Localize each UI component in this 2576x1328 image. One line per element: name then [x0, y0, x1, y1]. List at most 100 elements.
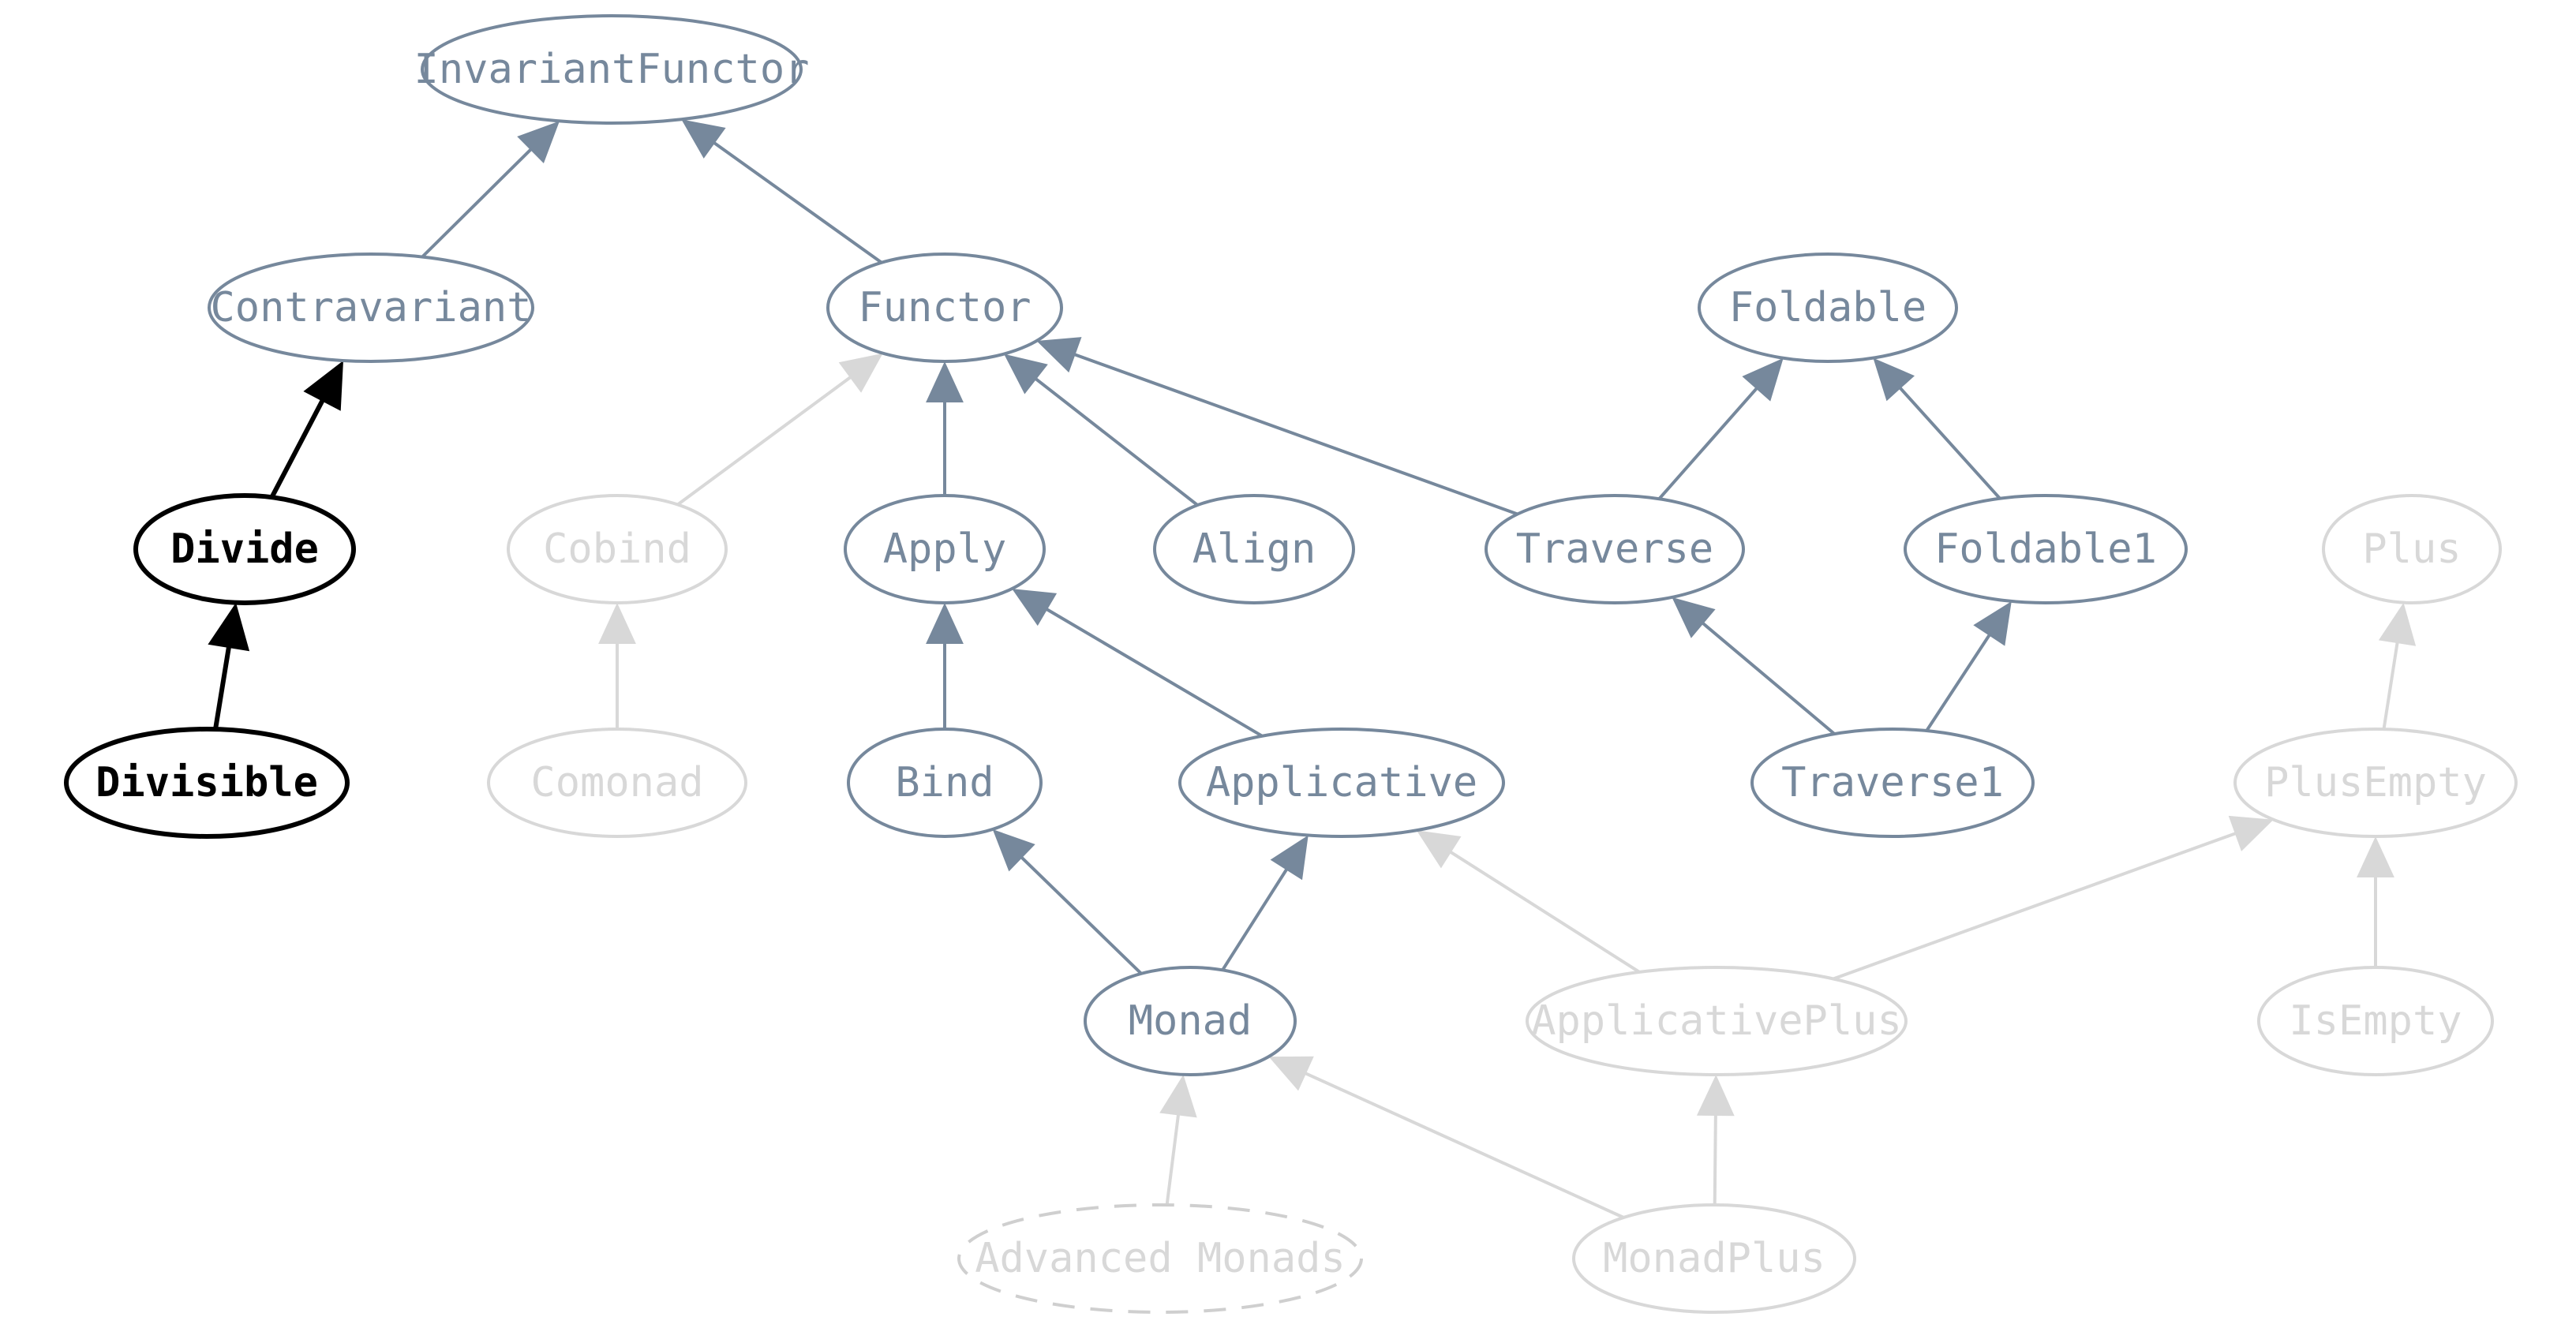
node-ellipse-shape[interactable]	[1750, 728, 2035, 838]
node-advancedmonads[interactable]: Advanced Monads	[957, 1203, 1363, 1314]
edge-monadplus-to-monad	[1268, 1056, 1625, 1219]
node-ellipse-shape[interactable]	[421, 14, 803, 125]
edge-traverse1-to-foldable1	[1925, 601, 2012, 732]
node-ellipse-shape[interactable]	[1084, 966, 1297, 1076]
node-label: Comonad	[530, 759, 703, 806]
edge-line	[1713, 1111, 1717, 1206]
edge-apply-to-functor	[926, 361, 964, 496]
node-ellipse-shape[interactable]	[847, 728, 1043, 838]
arrowhead-icon	[2228, 815, 2274, 851]
node-label: Divisible	[95, 759, 318, 806]
edge-applicativeplus-to-plusempty	[1833, 815, 2274, 981]
edge-line	[710, 139, 883, 264]
node-plusempty[interactable]: PlusEmpty	[2233, 728, 2518, 838]
edge-line	[1032, 375, 1199, 507]
node-ellipse-shape[interactable]	[2233, 728, 2518, 838]
arrowhead-icon	[926, 361, 964, 402]
arrowhead-icon	[992, 829, 1035, 872]
node-contravariant[interactable]: Contravariant	[208, 253, 534, 363]
node-foldable1[interactable]: Foldable1	[1904, 494, 2188, 604]
node-ellipse-shape[interactable]	[1526, 966, 1908, 1076]
arrowhead-icon	[208, 602, 250, 652]
edge-align-to-functor	[1004, 354, 1199, 507]
edge-line	[1301, 1070, 1625, 1219]
node-label: Apply	[883, 526, 1007, 573]
edge-monad-to-bind	[992, 829, 1143, 975]
arrowhead-icon	[1416, 830, 1462, 869]
edge-functor-to-invariantfunctor	[681, 119, 883, 264]
node-divisible[interactable]: Divisible	[64, 727, 350, 839]
node-comonad[interactable]: Comonad	[487, 728, 747, 838]
edge-line	[1221, 865, 1290, 971]
node-foldable[interactable]: Foldable	[1698, 253, 1958, 363]
node-ellipse-shape[interactable]	[957, 1203, 1363, 1314]
node-label: MonadPlus	[1603, 1235, 1825, 1282]
node-cobind[interactable]: Cobind	[507, 494, 728, 604]
node-ellipse-shape[interactable]	[1572, 1203, 1856, 1314]
node-label: Plus	[2362, 526, 2461, 573]
node-label: ApplicativePlus	[1531, 997, 1902, 1045]
node-label: Advanced Monads	[975, 1235, 1346, 1282]
arrowhead-icon	[926, 603, 964, 644]
node-label: PlusEmpty	[2264, 759, 2487, 806]
node-invariantfunctor[interactable]: InvariantFunctor	[414, 14, 810, 125]
node-ellipse-shape[interactable]	[1485, 494, 1745, 604]
node-monadplus[interactable]: MonadPlus	[1572, 1203, 1856, 1314]
arrowhead-icon	[303, 361, 343, 411]
arrowhead-icon	[1696, 1075, 1735, 1117]
node-ellipse-shape[interactable]	[826, 253, 1063, 363]
edge-line	[2382, 638, 2400, 730]
node-isempty[interactable]: IsEmpty	[2257, 966, 2494, 1076]
edge-traverse-to-foldable	[1657, 357, 1784, 500]
node-ellipse-shape[interactable]	[133, 493, 356, 605]
node-ellipse-shape[interactable]	[844, 494, 1046, 604]
node-ellipse-shape[interactable]	[208, 253, 534, 363]
edge-line	[1017, 854, 1143, 975]
node-plus[interactable]: Plus	[2322, 494, 2502, 604]
node-traverse[interactable]: Traverse	[1485, 494, 1745, 604]
edge-line	[1043, 606, 1264, 738]
arrowhead-icon	[1159, 1074, 1197, 1118]
edge-applicativeplus-to-applicative	[1416, 830, 1641, 974]
edge-foldable1-to-foldable	[1873, 357, 2001, 500]
edge-line	[1657, 384, 1761, 500]
node-label: Cobind	[543, 526, 691, 573]
node-applicativeplus[interactable]: ApplicativePlus	[1526, 966, 1908, 1076]
node-ellipse-shape[interactable]	[1153, 494, 1355, 604]
node-ellipse-shape[interactable]	[1904, 494, 2188, 604]
arrowhead-icon	[1012, 589, 1058, 627]
node-align[interactable]: Align	[1153, 494, 1355, 604]
node-label: Traverse	[1516, 526, 1713, 573]
node-functor[interactable]: Functor	[826, 253, 1063, 363]
node-apply[interactable]: Apply	[844, 494, 1046, 604]
edge-divide-to-contravariant	[269, 361, 343, 499]
node-label: Align	[1193, 526, 1316, 573]
node-bind[interactable]: Bind	[847, 728, 1043, 838]
edge-traverse-to-functor	[1036, 337, 1518, 516]
arrowhead-icon	[2357, 836, 2394, 877]
node-label: Functor	[858, 284, 1031, 331]
node-ellipse-shape[interactable]	[64, 727, 350, 839]
edge-line	[1833, 830, 2240, 981]
node-label: Foldable	[1729, 284, 1926, 331]
node-traverse1[interactable]: Traverse1	[1750, 728, 2035, 838]
arrowhead-icon	[838, 353, 883, 393]
arrowhead-icon	[517, 121, 560, 163]
node-ellipse-shape[interactable]	[1178, 728, 1505, 838]
arrowhead-icon	[1973, 601, 2012, 646]
node-ellipse-shape[interactable]	[507, 494, 728, 604]
node-applicative[interactable]: Applicative	[1178, 728, 1505, 838]
node-monad[interactable]: Monad	[1084, 966, 1297, 1076]
edge-divisible-to-divide	[208, 602, 250, 730]
edge-advancedmonads-to-monad	[1159, 1074, 1197, 1206]
node-ellipse-shape[interactable]	[2322, 494, 2502, 604]
node-ellipse-shape[interactable]	[2257, 966, 2494, 1076]
edge-isempty-to-plusempty	[2357, 836, 2394, 967]
node-divide[interactable]: Divide	[133, 493, 356, 605]
edge-cobind-to-functor	[676, 353, 883, 507]
node-ellipse-shape[interactable]	[487, 728, 747, 838]
node-ellipse-shape[interactable]	[1698, 253, 1958, 363]
